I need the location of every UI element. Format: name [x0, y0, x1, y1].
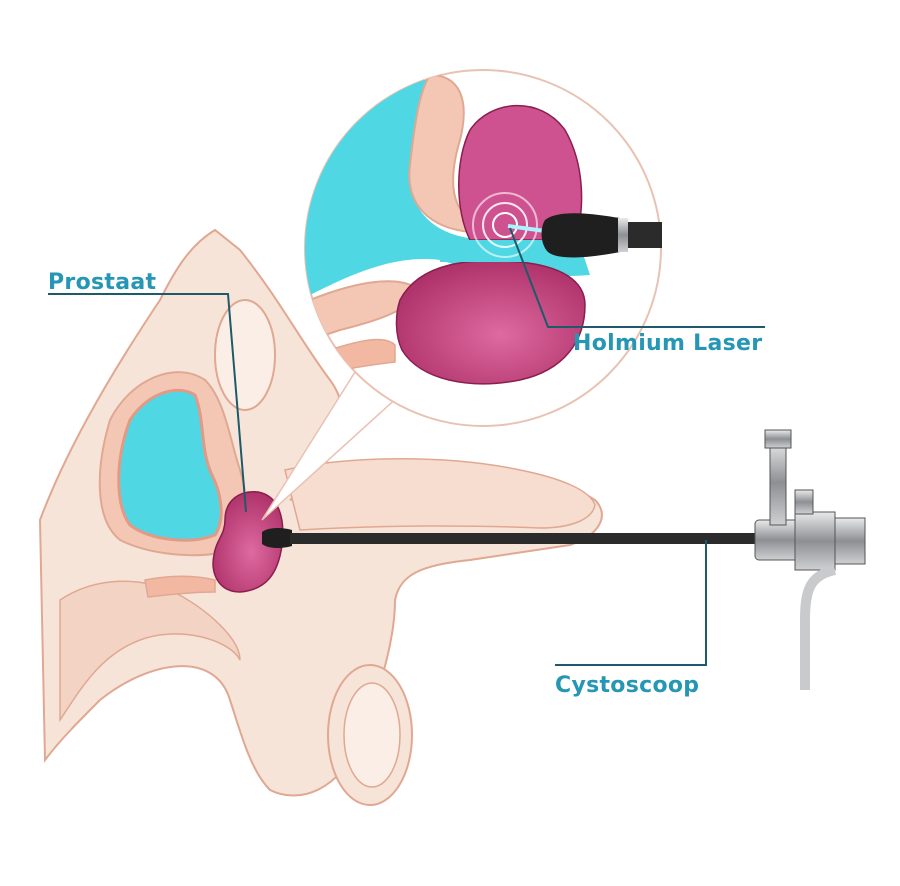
- prostate-label: Prostaat: [48, 270, 156, 295]
- laser-ring-icon: [472, 192, 546, 258]
- bladder: [117, 388, 223, 542]
- scope-eyepiece: [834, 517, 866, 565]
- scope-sheath: [754, 519, 801, 561]
- laser-label: Holmium Laser: [573, 331, 762, 356]
- zoom-prostate-upper: [458, 104, 583, 241]
- laser-leader: [509, 227, 765, 328]
- scope-valve: [794, 489, 814, 515]
- scope-tip: [262, 528, 292, 548]
- pubic-bone: [214, 299, 276, 411]
- testis: [343, 682, 401, 788]
- prostate-leader: [48, 293, 247, 513]
- cystoscope-icon: [262, 429, 866, 690]
- scope-label: Cystoscoop: [555, 673, 699, 698]
- scope-port-cap: [764, 429, 792, 449]
- scope-light-cable: [800, 565, 837, 690]
- scope-port-stem: [769, 439, 787, 526]
- scope-body: [794, 511, 836, 571]
- scope-shaft: [290, 533, 760, 544]
- zoom-scope-collar: [618, 218, 628, 252]
- zoom-scope-shaft: [628, 222, 662, 248]
- pelvic-band: [59, 580, 241, 723]
- zoom-callout: [261, 69, 662, 521]
- penile-shaft: [284, 458, 596, 531]
- scope-leader: [555, 540, 707, 666]
- pelvis-cross-section: [38, 228, 603, 806]
- leader-lines: [48, 227, 765, 666]
- seminal-vesicle: [144, 575, 216, 598]
- zoom-scope-tip: [541, 213, 620, 258]
